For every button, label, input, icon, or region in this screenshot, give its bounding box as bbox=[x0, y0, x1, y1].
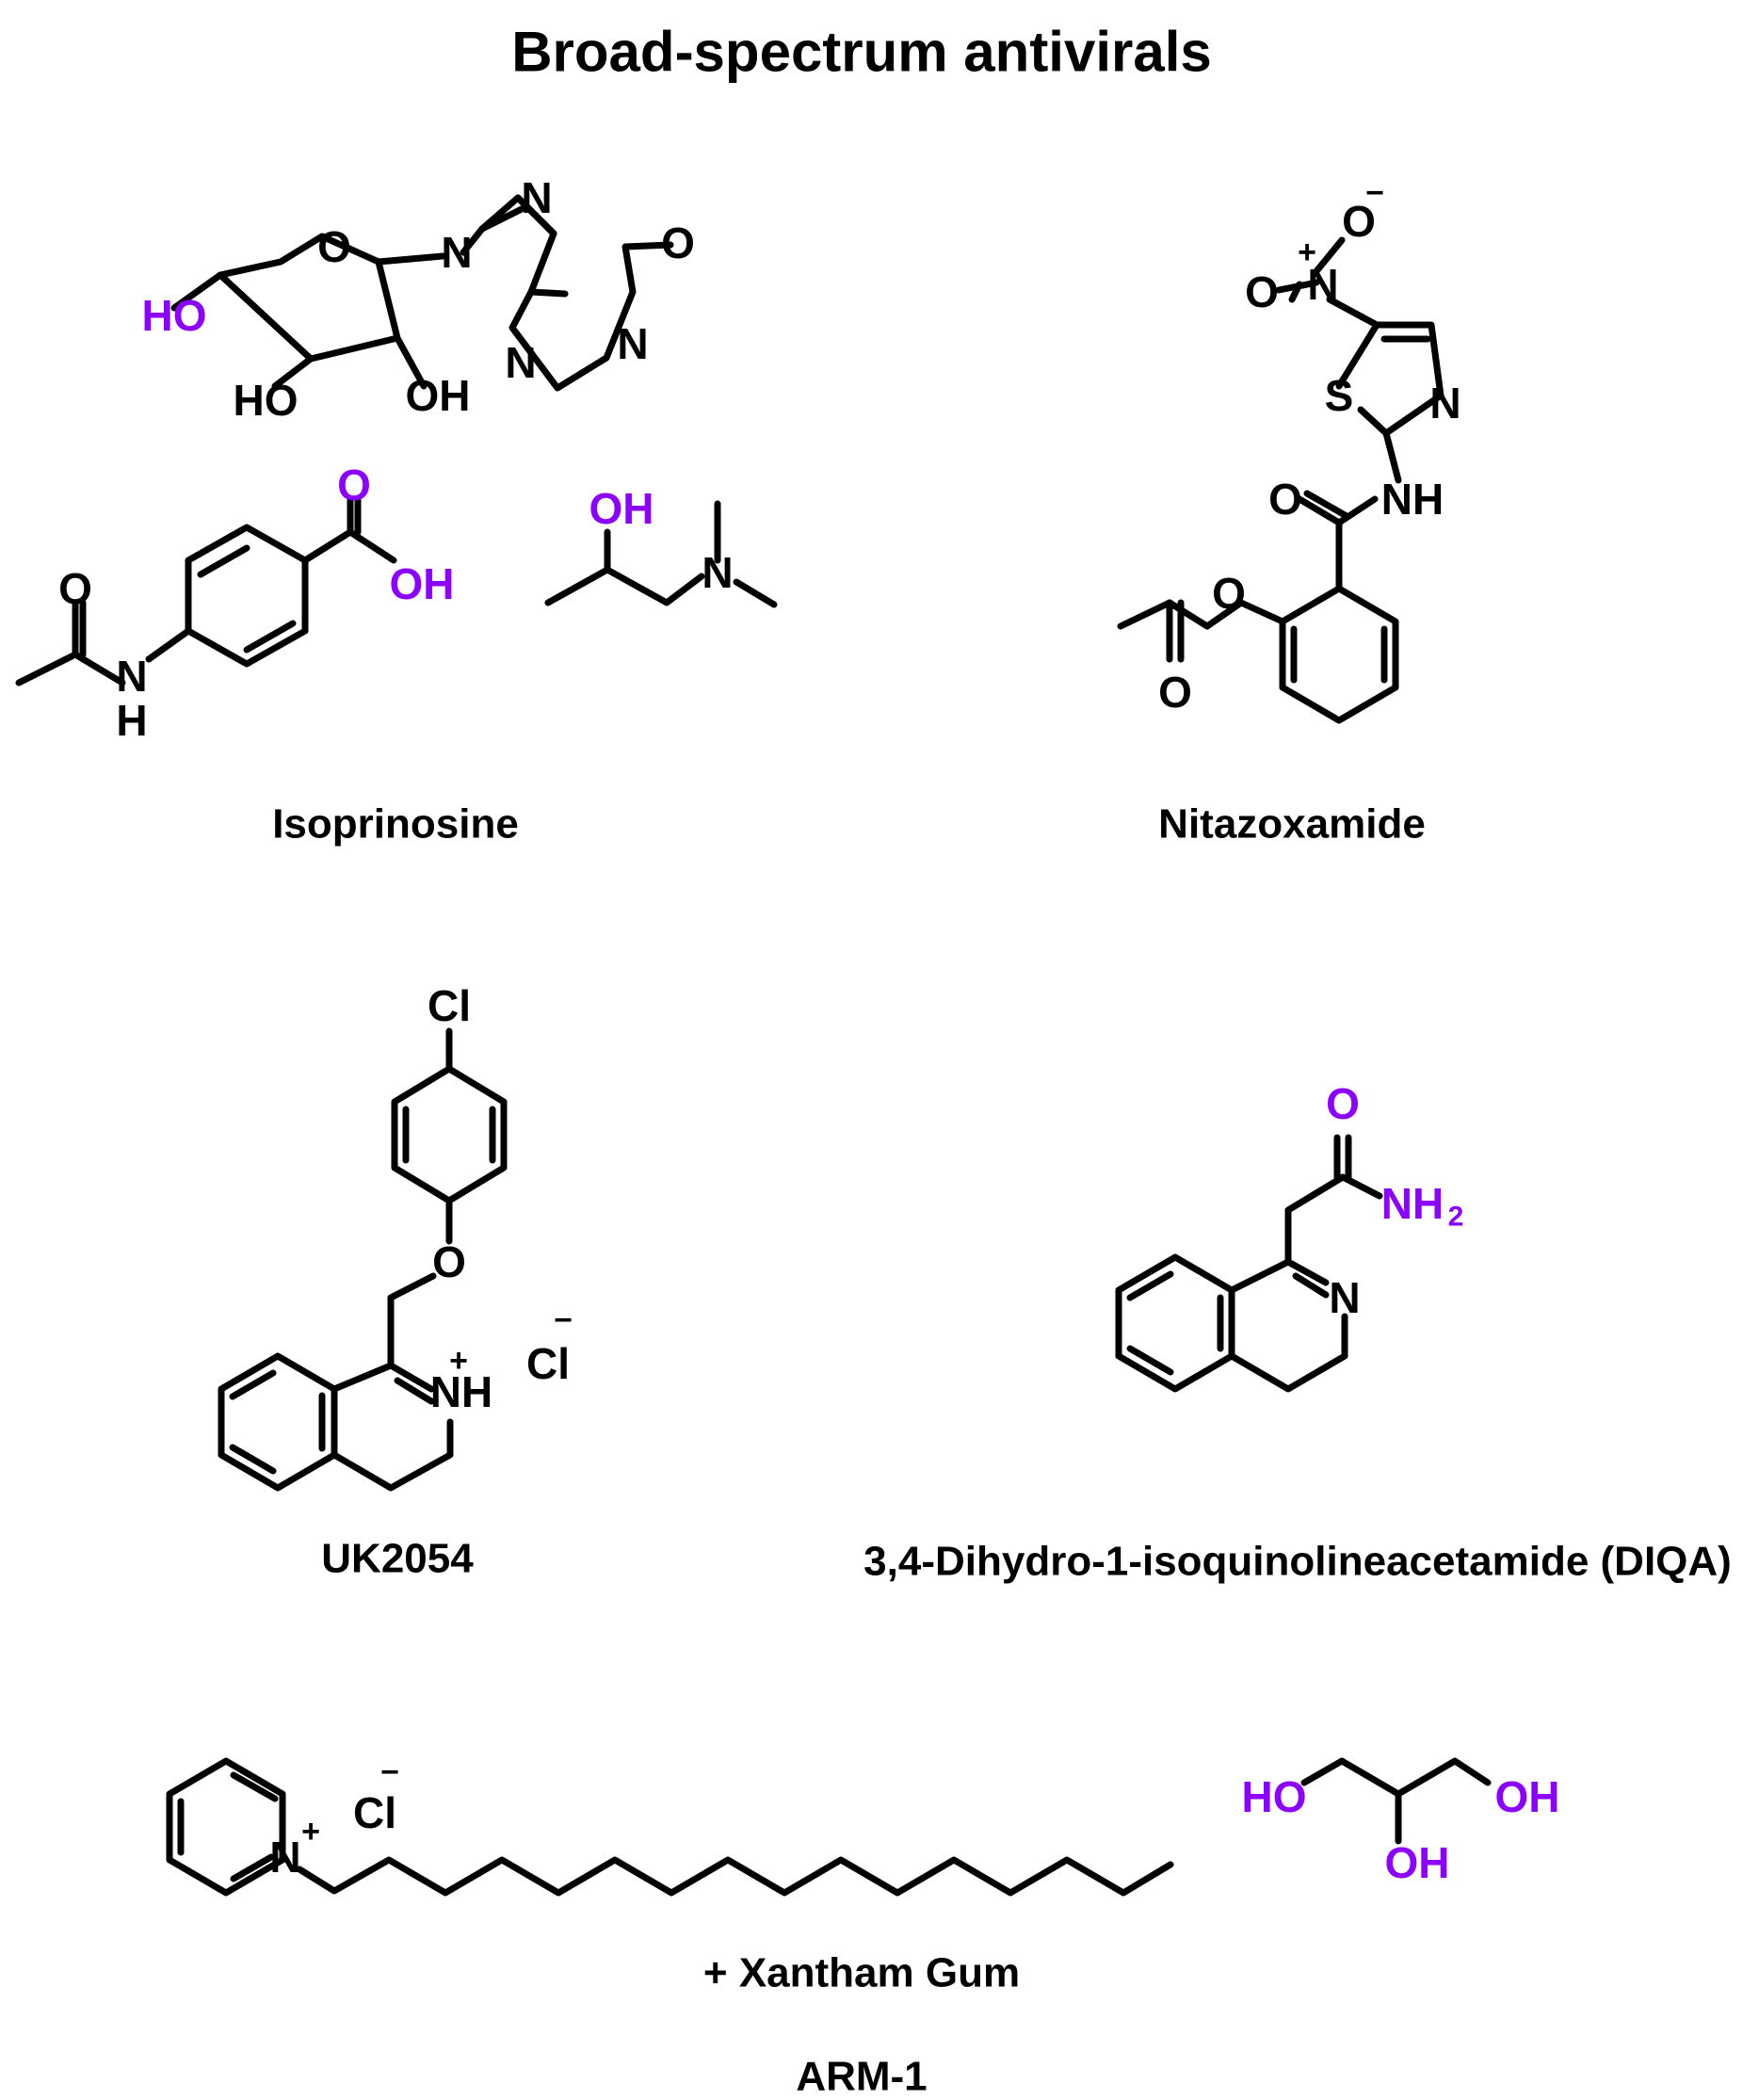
chlorine-label: Cl bbox=[428, 981, 471, 1030]
nitrogen-label: N bbox=[1329, 1273, 1360, 1322]
hydroxyl-label: HO bbox=[142, 291, 207, 340]
oxygen-label: O bbox=[1268, 475, 1302, 524]
chloride-label: Cl bbox=[353, 1788, 396, 1837]
compound-name-arm1: ARM-1 bbox=[796, 2054, 927, 2100]
nitro-oxygen-label: O bbox=[1342, 197, 1376, 246]
hydroxyl-label: HO bbox=[234, 376, 299, 425]
ether-oxygen-label: O bbox=[432, 1237, 466, 1286]
oxygen-label: O bbox=[58, 564, 92, 613]
hydroxyl-label: OH bbox=[406, 371, 471, 420]
oxygen-label: O bbox=[1158, 668, 1192, 717]
charge-minus: − bbox=[1365, 175, 1384, 211]
inosine-structure bbox=[170, 194, 674, 392]
nitro-oxygen-label: O bbox=[1245, 267, 1279, 316]
nitrogen-label: N bbox=[521, 173, 552, 222]
nitro-nitrogen-label: N bbox=[1307, 260, 1338, 309]
compound-name-nitazoxamide: Nitazoxamide bbox=[1158, 801, 1426, 848]
nitrogen-label: N bbox=[1429, 379, 1460, 428]
hydroxyl-label: HO bbox=[1242, 1772, 1307, 1821]
ring-oxygen: O bbox=[317, 222, 351, 271]
glycerol-structure bbox=[1300, 1757, 1492, 1845]
uk2054-structure bbox=[218, 1027, 508, 1492]
oxygen-label: O bbox=[1326, 1079, 1360, 1128]
arm1-additive: + Xantham Gum bbox=[703, 1950, 1020, 1996]
sulfur-label: S bbox=[1325, 371, 1354, 420]
charge-plus: + bbox=[449, 1343, 468, 1379]
nitrogen-label: N bbox=[702, 548, 733, 597]
compound-name-uk2054: UK2054 bbox=[321, 1536, 474, 1582]
compound-name-isoprinosine: Isoprinosine bbox=[272, 801, 519, 848]
hydroxyl-label: OH bbox=[1385, 1838, 1450, 1887]
pyridinium-nitrogen-label: N bbox=[269, 1833, 300, 1882]
nitrogen-label: N bbox=[505, 338, 536, 387]
oxygen-label: O bbox=[661, 218, 695, 267]
charge-plus: + bbox=[1298, 234, 1316, 270]
ester-oxygen-label: O bbox=[1212, 569, 1246, 618]
carboxyl-oh-label: OH bbox=[390, 559, 455, 608]
compound-name-diqa: 3,4-Dihydro-1-isoquinolineacetamide (DIQ… bbox=[863, 1539, 1732, 1585]
hydroxyl-label: OH bbox=[1495, 1772, 1560, 1821]
charge-minus: − bbox=[554, 1302, 573, 1338]
acedoben-structure bbox=[15, 495, 397, 687]
dimepranol-structure bbox=[544, 500, 778, 608]
nitrogen-label: N bbox=[116, 652, 147, 701]
subscript-two: 2 bbox=[1448, 1202, 1464, 1233]
amine-nh-label: NH bbox=[1381, 1179, 1444, 1228]
amide-nh-label: NH bbox=[1381, 475, 1444, 524]
charge-minus: − bbox=[380, 1754, 399, 1790]
charge-plus: + bbox=[301, 1814, 320, 1850]
hydroxyl-label: OH bbox=[589, 484, 654, 533]
nitrogen-label: N bbox=[441, 228, 472, 277]
oxygen-label: O bbox=[337, 460, 371, 509]
diqa-structure bbox=[1115, 1134, 1383, 1393]
nitrogen-label: N bbox=[617, 319, 648, 368]
cetylpyridinium-structure bbox=[166, 1757, 1174, 1897]
iminium-nh-label: NH bbox=[430, 1367, 492, 1416]
nitazoxamide-structure bbox=[1117, 236, 1444, 724]
figure-title: Broad-spectrum antivirals bbox=[511, 21, 1212, 84]
hydrogen-label: H bbox=[116, 696, 147, 745]
chloride-label: Cl bbox=[526, 1339, 570, 1388]
